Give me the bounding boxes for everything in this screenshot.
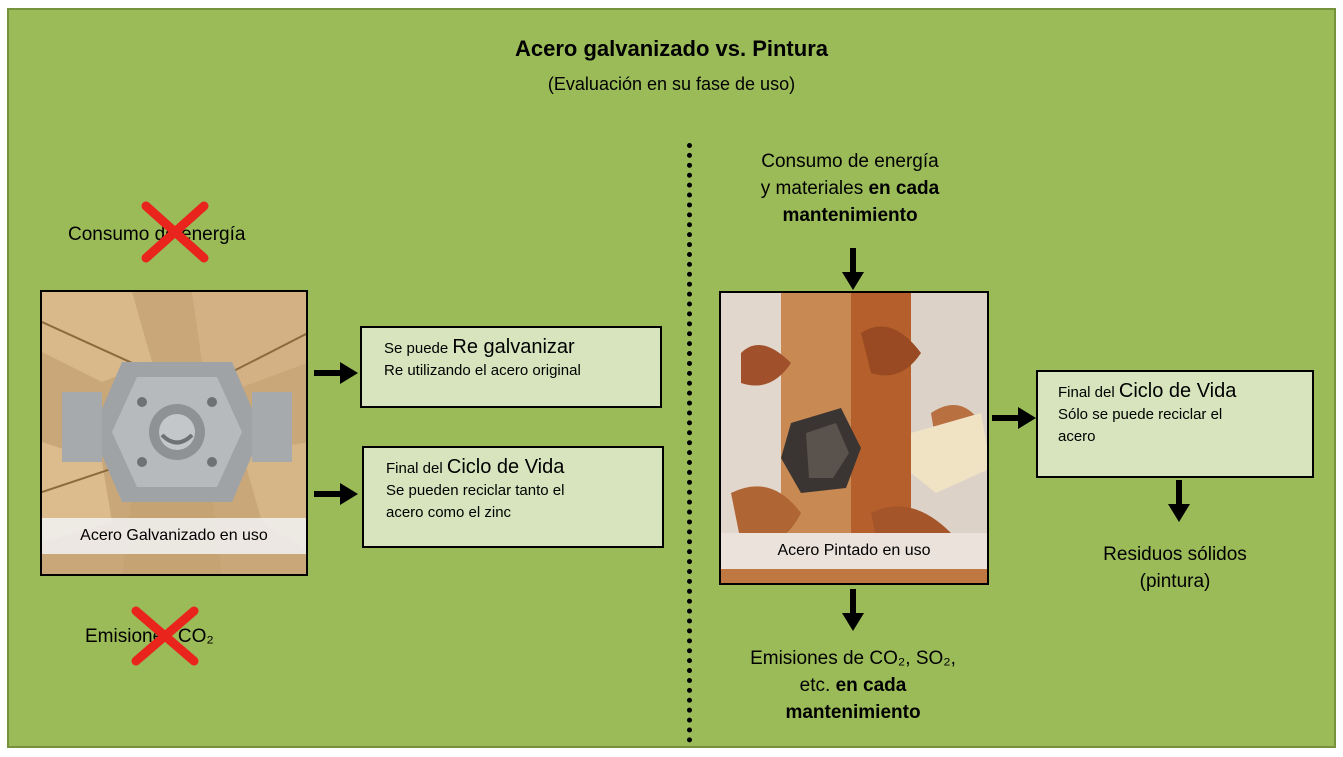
arrow-to-emissions [842, 589, 864, 631]
right-emissions-line3-bold: mantenimiento [785, 702, 921, 723]
galvanized-photo-caption: Acero Galvanizado en uso [42, 518, 306, 554]
right-emissions-line1: Emisiones de CO₂, SO₂, [750, 648, 956, 669]
left-endoflife-big: Ciclo de Vida [446, 456, 565, 478]
left-endoflife-prefix: Final del [386, 460, 447, 477]
right-emissions-label: Emisiones de CO₂, SO₂, etc. en cada mant… [700, 645, 1006, 726]
arrow-to-right-endoflife [992, 407, 1036, 429]
arrow-to-regalvanize [314, 362, 358, 384]
arrow-into-painted-steel [842, 248, 864, 290]
right-endoflife-prefix: Final del [1058, 384, 1119, 401]
painted-steel-image [721, 293, 987, 583]
right-consumption-line2-plain: y materiales [760, 178, 869, 199]
right-endoflife-line2: Sólo se puede reciclar el [1058, 406, 1223, 423]
right-emissions-line2-bold: en cada [835, 675, 907, 696]
diagram-title: Acero galvanizado vs. Pintura [515, 36, 828, 61]
emissions-cross-icon [131, 606, 199, 666]
residues-line2: (pintura) [1139, 571, 1211, 592]
left-endoflife-line2: Se pueden reciclar tanto el [386, 482, 565, 499]
right-consumption-label: Consumo de energía y materiales en cada … [700, 148, 1000, 229]
left-energy-label: Consumo de energía [68, 224, 246, 245]
regalvanize-line2: Re utilizando el acero original [384, 362, 581, 379]
dotted-divider [687, 143, 692, 743]
left-endoflife-box: Final del Ciclo de Vida Se pueden recicl… [362, 446, 664, 548]
left-emissions-label: Emisiones CO₂ [85, 626, 214, 647]
galvanized-steel-photo: Acero Galvanizado en uso [40, 290, 308, 576]
energy-cross-icon [141, 201, 209, 263]
right-emissions-line2-plain: etc. [799, 675, 836, 696]
right-consumption-line2-bold: en cada [868, 178, 940, 199]
painted-photo-caption: Acero Pintado en uso [721, 533, 987, 569]
left-endoflife-line3: acero como el zinc [386, 504, 512, 521]
residues-label: Residuos sólidos (pintura) [1030, 541, 1320, 595]
right-endoflife-line3: acero [1058, 428, 1096, 445]
residues-line1: Residuos sólidos [1103, 544, 1247, 565]
arrow-to-left-endoflife [314, 483, 358, 505]
regalvanize-box: Se puede Re galvanizar Re utilizando el … [360, 326, 662, 408]
right-consumption-line1: Consumo de energía [761, 151, 939, 172]
regalvanize-prefix: Se puede [384, 340, 453, 357]
regalvanize-big: Re galvanizar [452, 336, 575, 358]
right-endoflife-big: Ciclo de Vida [1118, 380, 1237, 402]
right-consumption-line3-bold: mantenimiento [782, 205, 918, 226]
diagram-subtitle: (Evaluación en su fase de uso) [547, 74, 796, 94]
right-endoflife-box: Final del Ciclo de Vida Sólo se puede re… [1036, 370, 1314, 478]
painted-steel-photo: Acero Pintado en uso [719, 291, 989, 585]
arrow-to-residues [1168, 480, 1190, 522]
